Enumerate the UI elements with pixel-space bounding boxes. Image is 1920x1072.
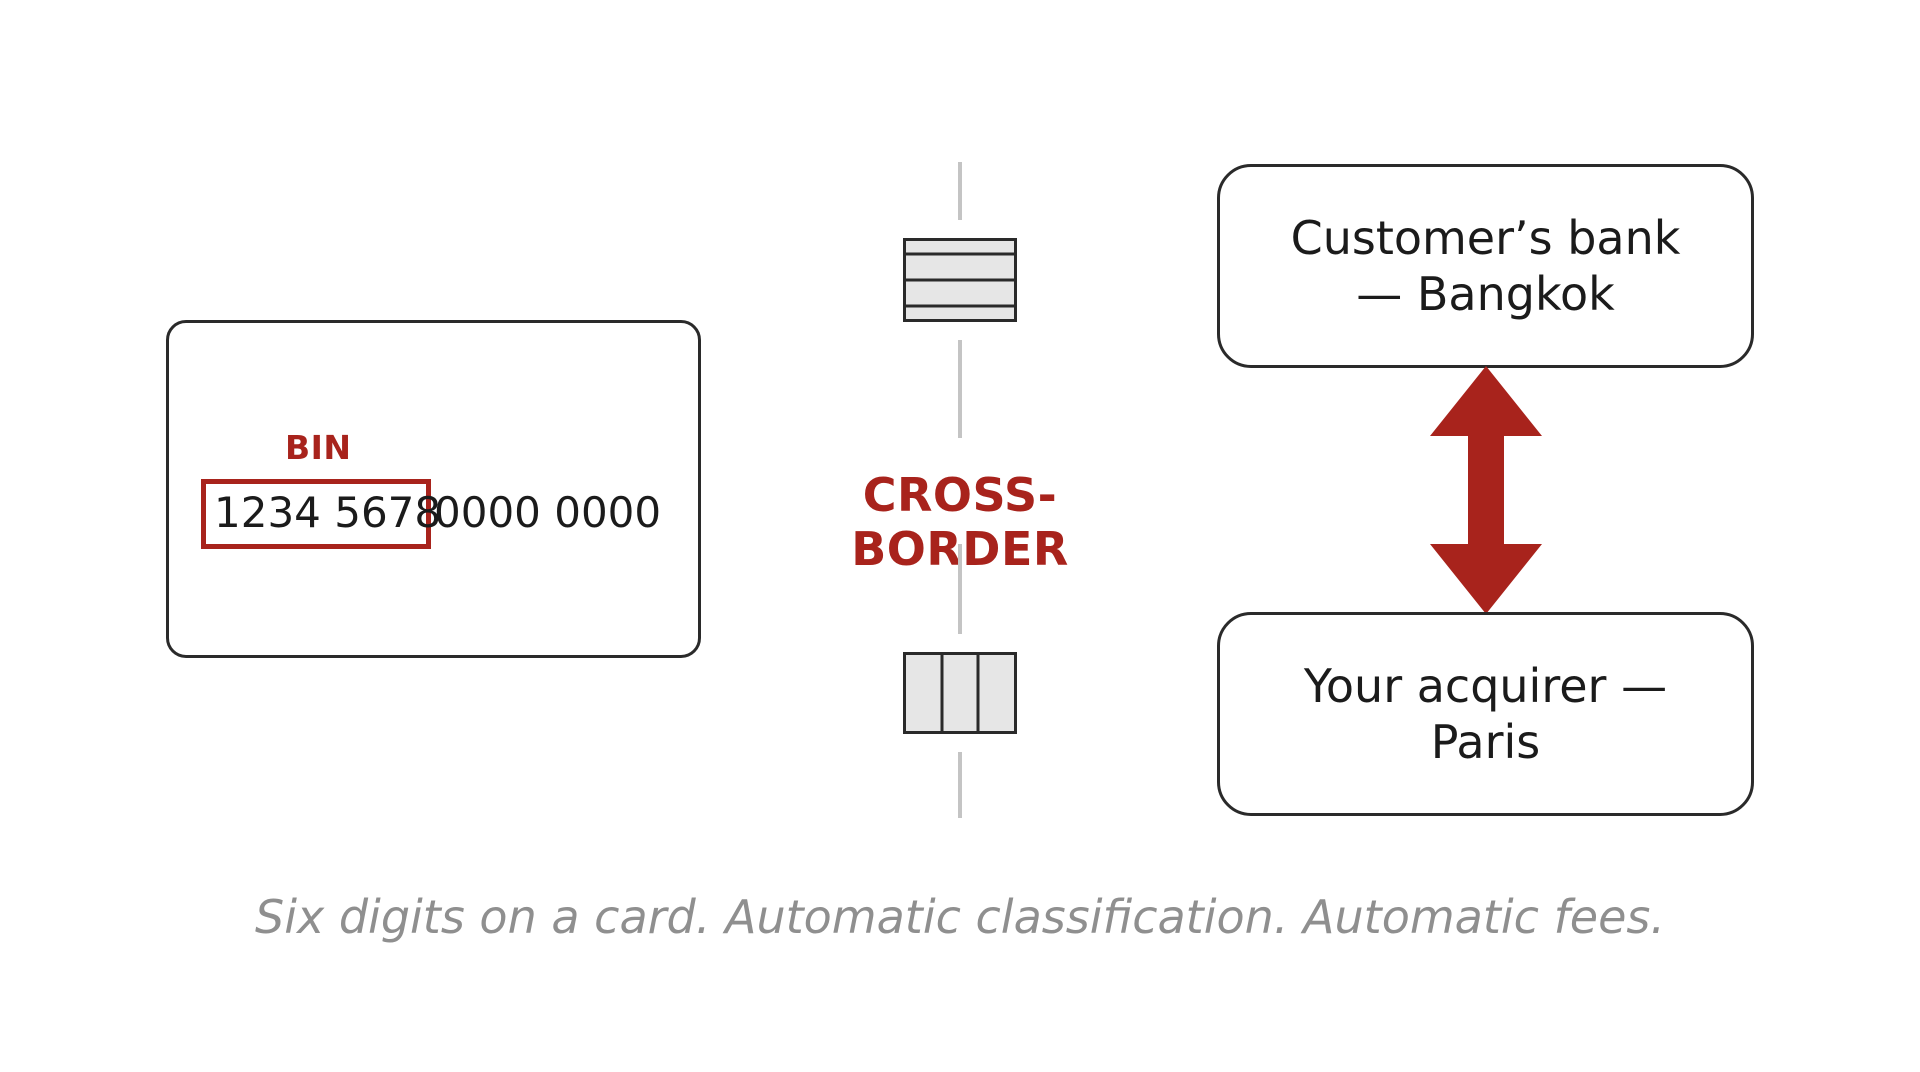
card-remaining-digits: 0000 0000 xyxy=(434,488,662,537)
caption-text: Six digits on a card. Automatic classifi… xyxy=(255,890,1665,944)
divider-line-segment xyxy=(958,752,962,818)
bin-highlight-box xyxy=(201,479,431,549)
customer-bank-label: Customer’s bank — Bangkok xyxy=(1290,211,1681,321)
customer-bank-box: Customer’s bank — Bangkok xyxy=(1217,164,1754,368)
divider-line-segment xyxy=(958,340,962,438)
bin-label: BIN xyxy=(285,428,352,467)
divider-line-segment xyxy=(958,162,962,220)
stacked-bars-icon xyxy=(903,238,1017,322)
acquirer-box: Your acquirer — Paris xyxy=(1217,612,1754,816)
vertical-bars-icon xyxy=(903,652,1017,734)
double-arrow-icon xyxy=(1430,366,1542,614)
card-bin-digits: 1234 5678 xyxy=(214,488,442,537)
divider-line-segment xyxy=(958,544,962,634)
acquirer-label: Your acquirer — Paris xyxy=(1303,659,1668,769)
payment-card xyxy=(166,320,701,658)
